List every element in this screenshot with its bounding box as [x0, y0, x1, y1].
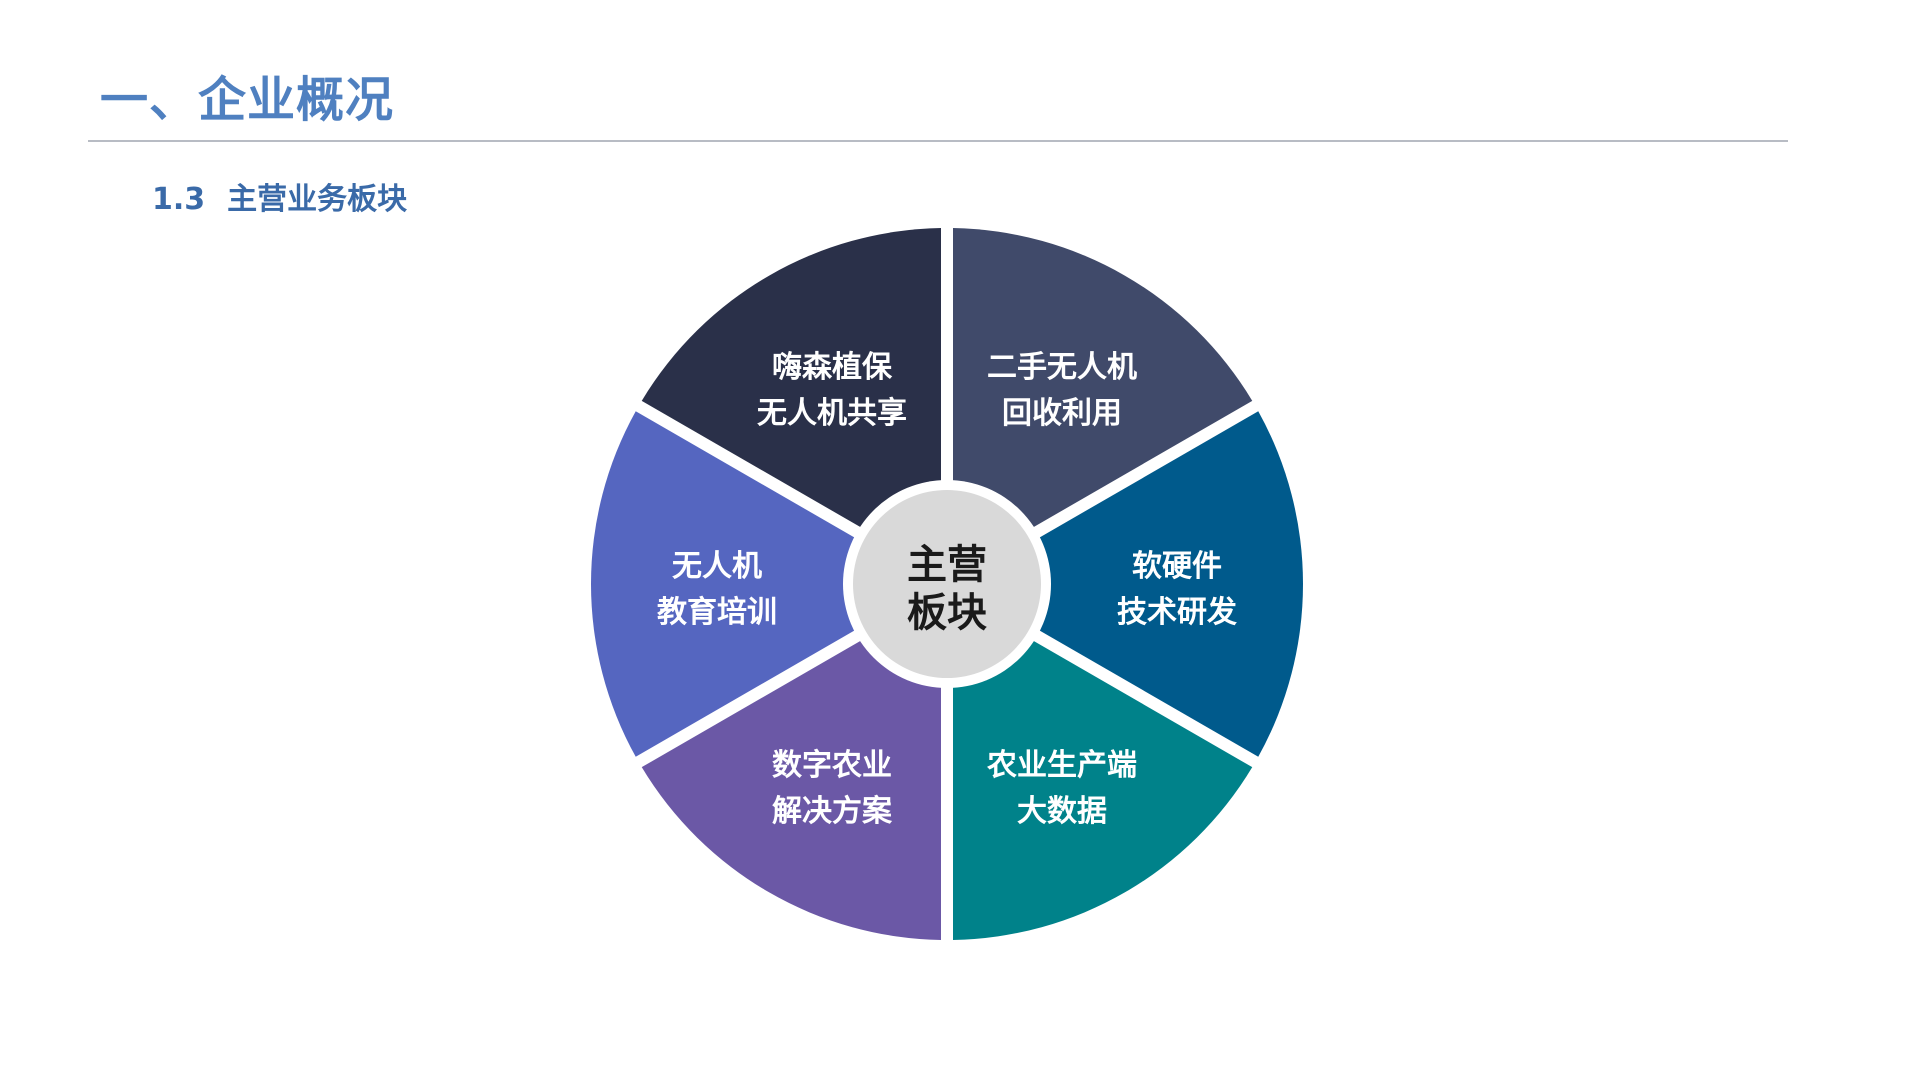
section-title: 主营业务板块 — [227, 182, 408, 217]
center-circle — [853, 490, 1041, 678]
segment-label-line2: 回收利用 — [1002, 396, 1122, 431]
segment-label-line1: 无人机 — [672, 549, 762, 584]
wheel-segment — [641, 228, 941, 574]
title-divider — [88, 140, 1788, 142]
segment-label-line2: 无人机共享 — [757, 396, 907, 431]
segment-label-line2: 大数据 — [1017, 794, 1107, 829]
segment-label-line2: 解决方案 — [772, 794, 893, 829]
center-label-line1: 主营 — [907, 542, 987, 588]
segment-label-line2: 技术研发 — [1117, 595, 1237, 630]
segment-label-line1: 农业生产端 — [986, 748, 1137, 783]
wheel-segment — [591, 411, 935, 757]
center-layer: 主营 板块 — [843, 480, 1051, 688]
center-label-line2: 板块 — [907, 590, 987, 636]
wheel-segment — [953, 228, 1253, 574]
wheel-segment — [953, 594, 1253, 940]
section-number: 1.3 — [152, 182, 206, 217]
segment-label-line1: 软硬件 — [1132, 549, 1222, 584]
wheel-segment — [641, 594, 941, 940]
segment-label-line1: 数字农业 — [772, 748, 892, 783]
wheel-segment — [959, 411, 1303, 757]
section-heading: 1.3 主营业务板块 — [152, 174, 407, 218]
segment-label-line1: 嗨森植保 — [772, 350, 893, 385]
segment-label-line2: 教育培训 — [657, 595, 777, 630]
page-title: 一、企业概况 — [100, 72, 395, 128]
segment-label-line1: 二手无人机 — [987, 350, 1137, 385]
